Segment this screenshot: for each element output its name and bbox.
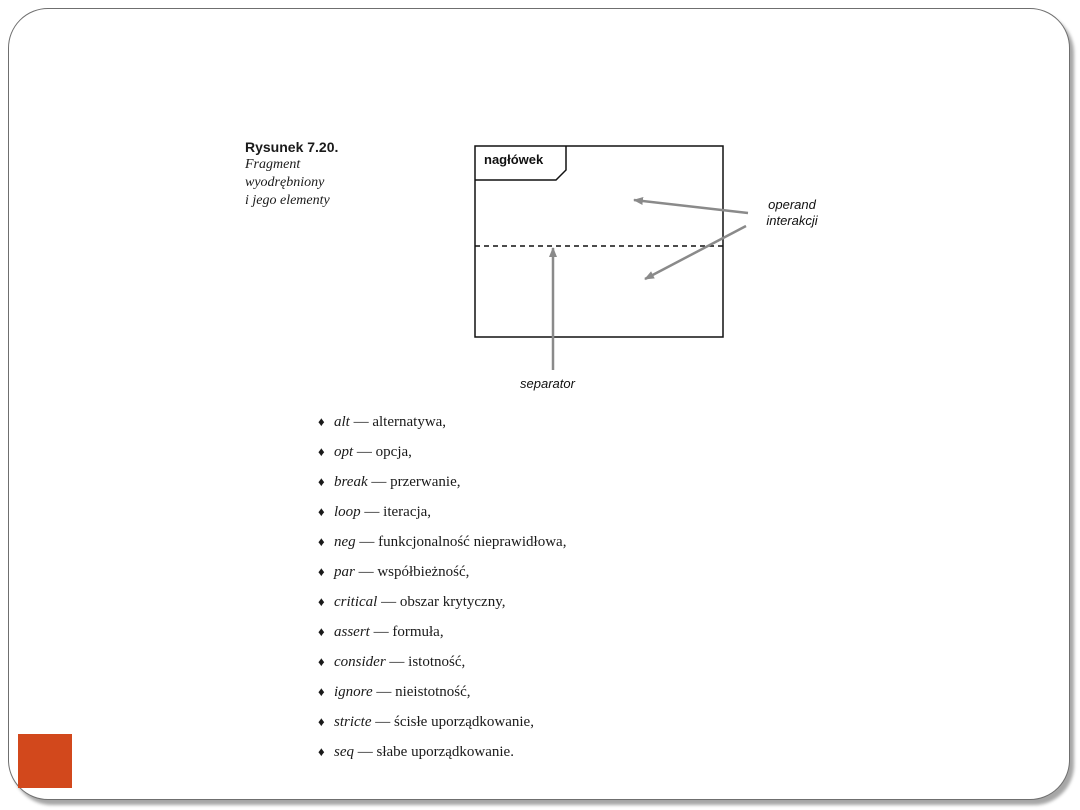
list-keyword: opt — [334, 444, 354, 460]
slide-frame — [8, 8, 1070, 800]
list-keyword: par — [334, 564, 355, 580]
list-keyword: stricte — [334, 714, 372, 730]
list-text: iteracja, — [383, 504, 432, 520]
operand-label-line: operand — [768, 197, 816, 212]
list-text: nieistotność, — [395, 684, 471, 700]
fragment-operator-list: ♦ alt — alternatywa, ♦ opt — opcja, ♦ break… — [318, 410, 566, 770]
list-item: ♦ par — współbieżność, — [318, 560, 566, 590]
list-text: funkcjonalność nieprawidłowa, — [378, 534, 567, 550]
list-item: ♦ stricte — ścisłe uporządkowanie, — [318, 710, 566, 740]
operand-label-line: interakcji — [766, 213, 818, 228]
list-keyword: assert — [334, 624, 370, 640]
figure-title: Rysunek 7.20. — [245, 139, 339, 155]
diamond-bullet-icon: ♦ — [318, 594, 325, 609]
list-text: słabe uporządkowanie. — [376, 744, 514, 760]
list-keyword: alt — [334, 414, 350, 430]
figure-caption-line: wyodrębniony — [245, 175, 325, 190]
operand-label: operand interakcji — [752, 197, 832, 229]
list-dash: — — [371, 474, 387, 490]
diamond-bullet-icon: ♦ — [318, 444, 325, 459]
list-text: ścisłe uporządkowanie, — [394, 714, 534, 730]
list-dash: — — [381, 594, 397, 610]
list-item: ♦ opt — opcja, — [318, 440, 566, 470]
figure-caption: Rysunek 7.20. Fragment wyodrębniony i je… — [245, 138, 405, 210]
list-keyword: loop — [334, 504, 361, 520]
diamond-bullet-icon: ♦ — [318, 624, 325, 639]
diamond-bullet-icon: ♦ — [318, 504, 325, 519]
list-keyword: seq — [334, 744, 354, 760]
list-text: obszar krytyczny, — [399, 594, 506, 610]
list-item: ♦ seq — słabe uporządkowanie. — [318, 740, 566, 770]
list-keyword: ignore — [334, 684, 373, 700]
list-text: opcja, — [375, 444, 412, 460]
list-item: ♦ neg — funkcjonalność nieprawidłowa, — [318, 530, 566, 560]
list-item: ♦ ignore — nieistotność, — [318, 680, 566, 710]
list-dash: — — [357, 744, 373, 760]
list-keyword: neg — [334, 534, 356, 550]
list-dash: — — [364, 504, 380, 520]
diamond-bullet-icon: ♦ — [318, 564, 325, 579]
list-text: przerwanie, — [390, 474, 461, 490]
list-keyword: consider — [334, 654, 386, 670]
list-text: formuła, — [392, 624, 444, 640]
list-item: ♦ loop — iteracja, — [318, 500, 566, 530]
list-item: ♦ assert — formuła, — [318, 620, 566, 650]
figure-caption-line: Fragment — [245, 157, 301, 172]
list-item: ♦ critical — obszar krytyczny, — [318, 590, 566, 620]
list-dash: — — [358, 564, 374, 580]
list-dash: — — [376, 684, 392, 700]
separator-label: separator — [520, 376, 575, 391]
list-keyword: critical — [334, 594, 378, 610]
list-keyword: break — [334, 474, 368, 490]
list-text: alternatywa, — [372, 414, 447, 430]
list-dash: — — [373, 624, 389, 640]
diamond-bullet-icon: ♦ — [318, 744, 325, 759]
list-dash: — — [356, 444, 372, 460]
diamond-bullet-icon: ♦ — [318, 414, 325, 429]
diamond-bullet-icon: ♦ — [318, 714, 325, 729]
list-dash: — — [389, 654, 405, 670]
list-text: współbieżność, — [377, 564, 470, 580]
diagram-header-label: nagłówek — [484, 152, 544, 167]
diamond-bullet-icon: ♦ — [318, 684, 325, 699]
diamond-bullet-icon: ♦ — [318, 534, 325, 549]
list-dash: — — [353, 414, 369, 430]
list-dash: — — [359, 534, 375, 550]
diamond-bullet-icon: ♦ — [318, 654, 325, 669]
figure-caption-line: i jego elementy — [245, 193, 330, 208]
accent-square — [18, 734, 72, 788]
list-dash: — — [375, 714, 391, 730]
list-item: ♦ break — przerwanie, — [318, 470, 566, 500]
diamond-bullet-icon: ♦ — [318, 474, 325, 489]
list-text: istotność, — [408, 654, 466, 670]
list-item: ♦ consider — istotność, — [318, 650, 566, 680]
list-item: ♦ alt — alternatywa, — [318, 410, 566, 440]
